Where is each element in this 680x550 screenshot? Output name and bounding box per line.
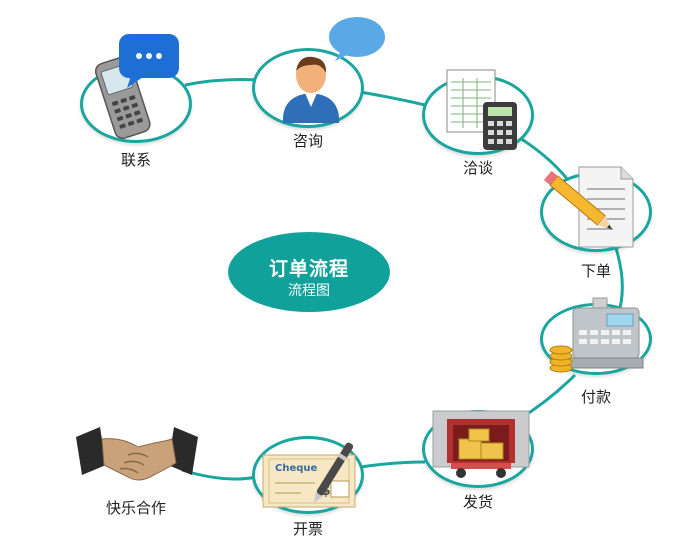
step-payment-label: 付款 <box>580 388 612 406</box>
chat-bubble-icon <box>119 34 179 88</box>
center-title: 订单流程 <box>268 258 349 280</box>
connector-contact-consult <box>184 78 259 87</box>
step-payment-node[interactable] <box>540 297 652 375</box>
step-negotiate-node[interactable] <box>422 69 534 155</box>
step-shipping-node[interactable] <box>422 410 534 488</box>
handshake-icon <box>76 427 198 481</box>
user-speech-bubble-icon <box>283 17 385 123</box>
cargo-boxes-icon <box>458 428 504 460</box>
step-contact-node[interactable] <box>80 34 192 143</box>
step-order-node[interactable] <box>540 166 652 252</box>
mobile-phone-chat-icon <box>94 34 179 139</box>
spreadsheet-calculator-icon <box>446 69 517 150</box>
step-cooperation-label: 快乐合作 <box>105 499 167 517</box>
step-invoice-label: 开票 <box>292 520 324 538</box>
speech-bubble-icon <box>329 17 385 61</box>
step-negotiate-label: 洽谈 <box>462 159 494 177</box>
center-subtitle: 流程图 <box>288 283 330 299</box>
step-shipping-label: 发货 <box>462 493 494 511</box>
document-pencil-icon <box>543 166 634 248</box>
cash-register-icon <box>549 297 644 373</box>
center-title-ellipse: 订单流程 流程图 <box>228 232 390 312</box>
connector-consult-negotiate <box>359 90 426 107</box>
step-consult-node[interactable] <box>252 17 385 128</box>
cheque-pen-icon: Cheque $ <box>262 442 356 508</box>
step-consult-label: 咨询 <box>292 132 324 150</box>
step-invoice-node[interactable]: Cheque $ <box>252 436 364 514</box>
delivery-truck-icon <box>432 410 530 478</box>
gold-coins-icon <box>549 345 573 373</box>
step-contact-label: 联系 <box>120 151 152 169</box>
cheque-word-text: Cheque <box>275 463 318 474</box>
step-order-label: 下单 <box>580 262 612 280</box>
